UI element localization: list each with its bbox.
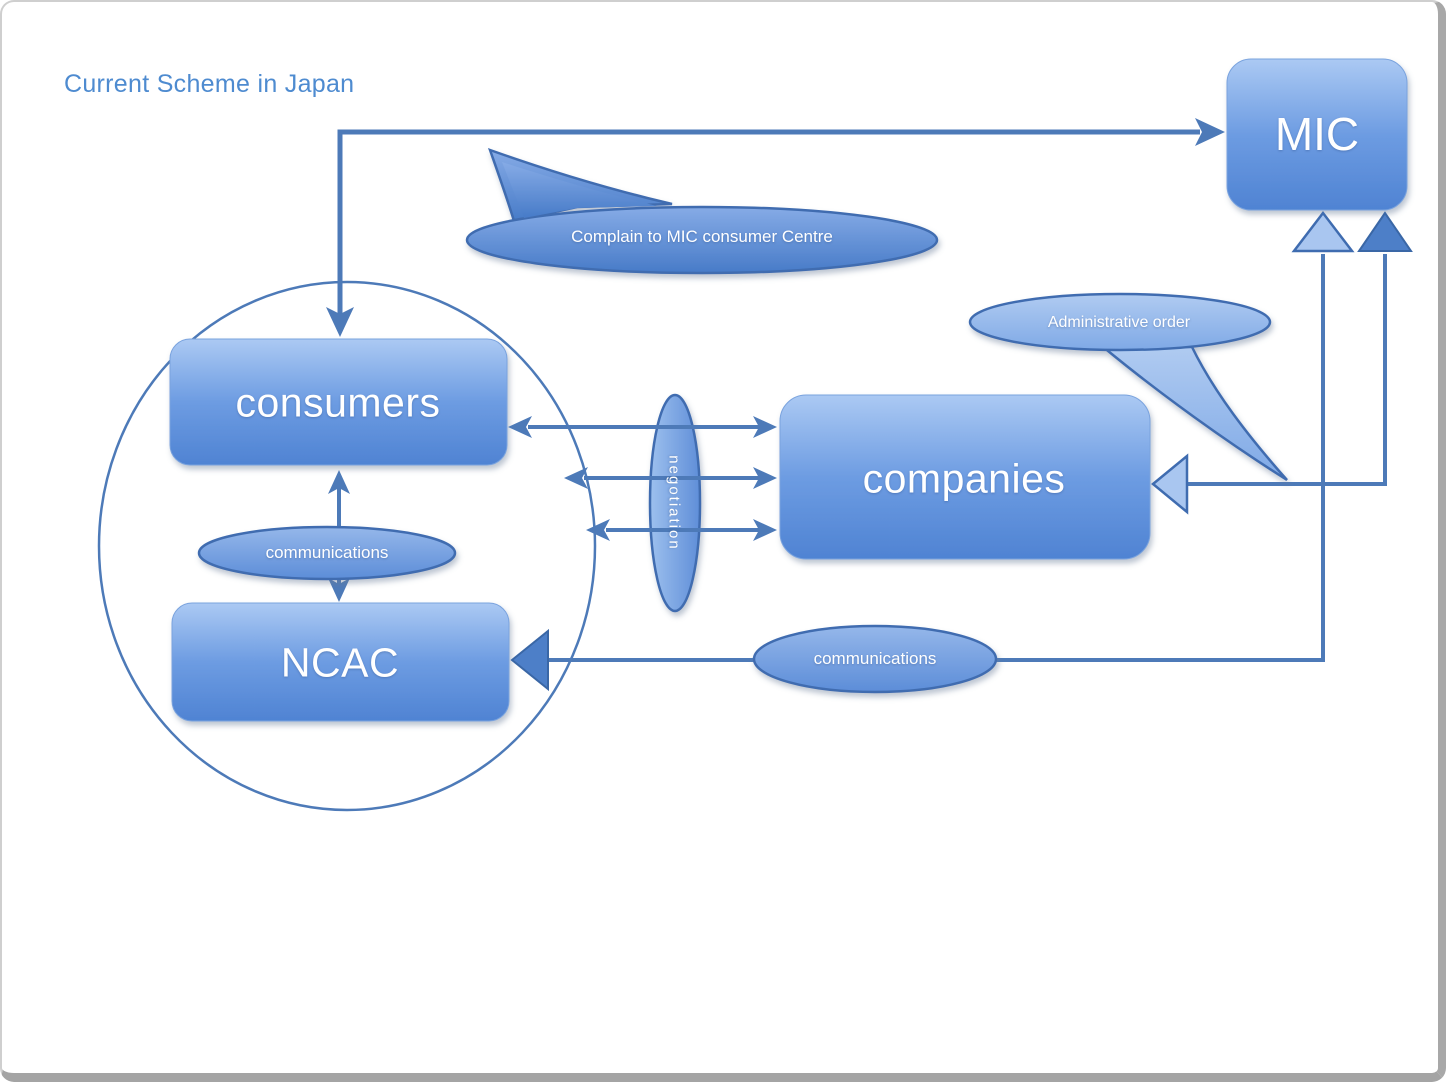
callout-complain-bubble [465, 205, 939, 275]
arrowhead-into-mic-left [1195, 118, 1225, 146]
arrowhead-into-ncac [510, 628, 549, 692]
callout-admin-order-tail [1098, 344, 1288, 482]
arrowhead-up-to-consumers [328, 470, 350, 494]
communications-ellipse-ncac-mic [752, 624, 998, 694]
arrowhead-down-to-ncac [328, 578, 350, 602]
ncac-node-box [171, 602, 510, 722]
communications-ellipse-internal [197, 525, 457, 581]
callout-admin-order [968, 292, 1288, 482]
companies-node-box [779, 394, 1151, 560]
slide-title: Current Scheme in Japan [64, 70, 355, 98]
negotiation-ellipse [648, 393, 702, 613]
consumers-node-box [169, 338, 508, 466]
arrowhead-into-consumers [326, 307, 354, 337]
callout-complain [465, 147, 939, 275]
arrowhead-into-mic-bottom-right [1357, 211, 1413, 252]
callout-admin-order-bubble [968, 292, 1272, 352]
arrowhead-into-companies [1151, 453, 1189, 515]
connector-negotiation-lines [508, 416, 777, 541]
connector-consumers-mic [326, 118, 1225, 337]
consumer-group-circle [97, 280, 597, 812]
mic-node-box [1226, 58, 1408, 211]
connector-companies-mic [1151, 211, 1413, 515]
arrowhead-into-mic-bottom-left [1291, 210, 1355, 253]
